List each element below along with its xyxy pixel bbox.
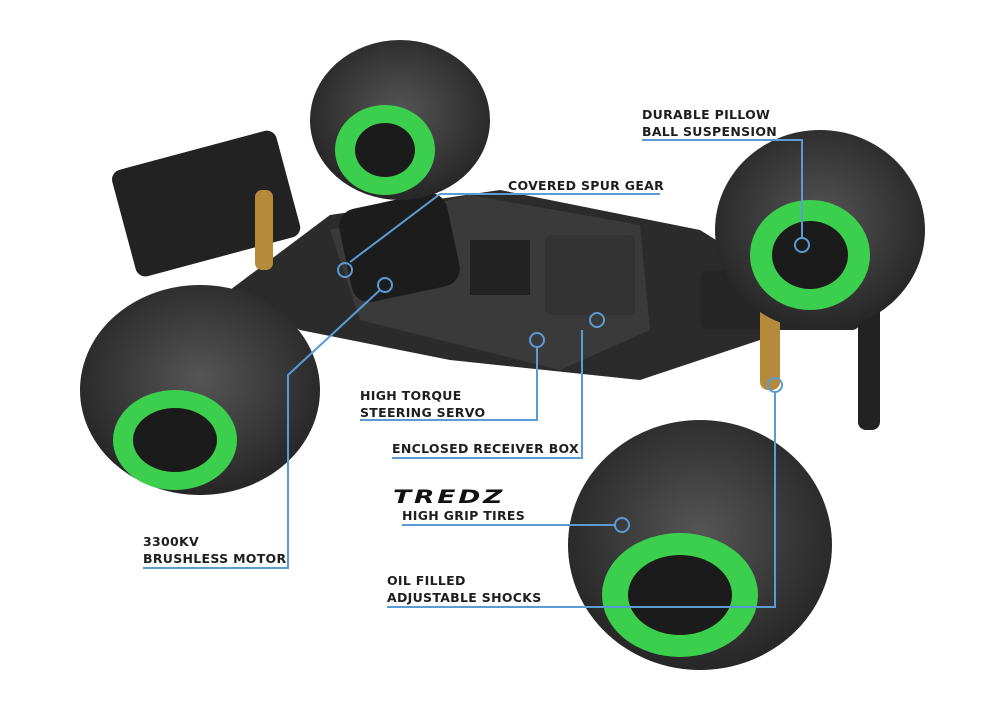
label-line: BALL SUSPENSION [642,124,778,139]
label-covered-spur-gear: COVERED SPUR GEAR [508,178,665,193]
leader-lines [143,139,810,608]
label-line: ADJUSTABLE SHOCKS [387,590,542,605]
label-high-grip-tires: HIGH GRIP TIRES [402,508,526,523]
tire-rear-right [715,130,925,330]
label-steering-servo: HIGH TORQUE STEERING SERVO [360,387,485,421]
label-pillow-ball-suspension: DURABLE PILLOW BALL SUSPENSION [642,106,777,140]
label-line: STEERING SERVO [360,405,486,420]
label-line: HIGH TORQUE [360,388,462,403]
tire-front-left [80,285,320,495]
tredz-logo: TREDZ [393,486,506,508]
tire-front-right [568,420,832,670]
label-line: DURABLE PILLOW [642,107,771,122]
label-line: 3300KV [143,534,199,549]
label-brushless-motor: 3300KV BRUSHLESS MOTOR [143,533,286,567]
label-receiver-box: ENCLOSED RECEIVER BOX [392,441,579,456]
label-adjustable-shocks: OIL FILLED ADJUSTABLE SHOCKS [387,572,542,606]
label-line: OIL FILLED [387,573,466,588]
tire-rear-left [310,40,490,200]
label-line: BRUSHLESS MOTOR [143,551,287,566]
